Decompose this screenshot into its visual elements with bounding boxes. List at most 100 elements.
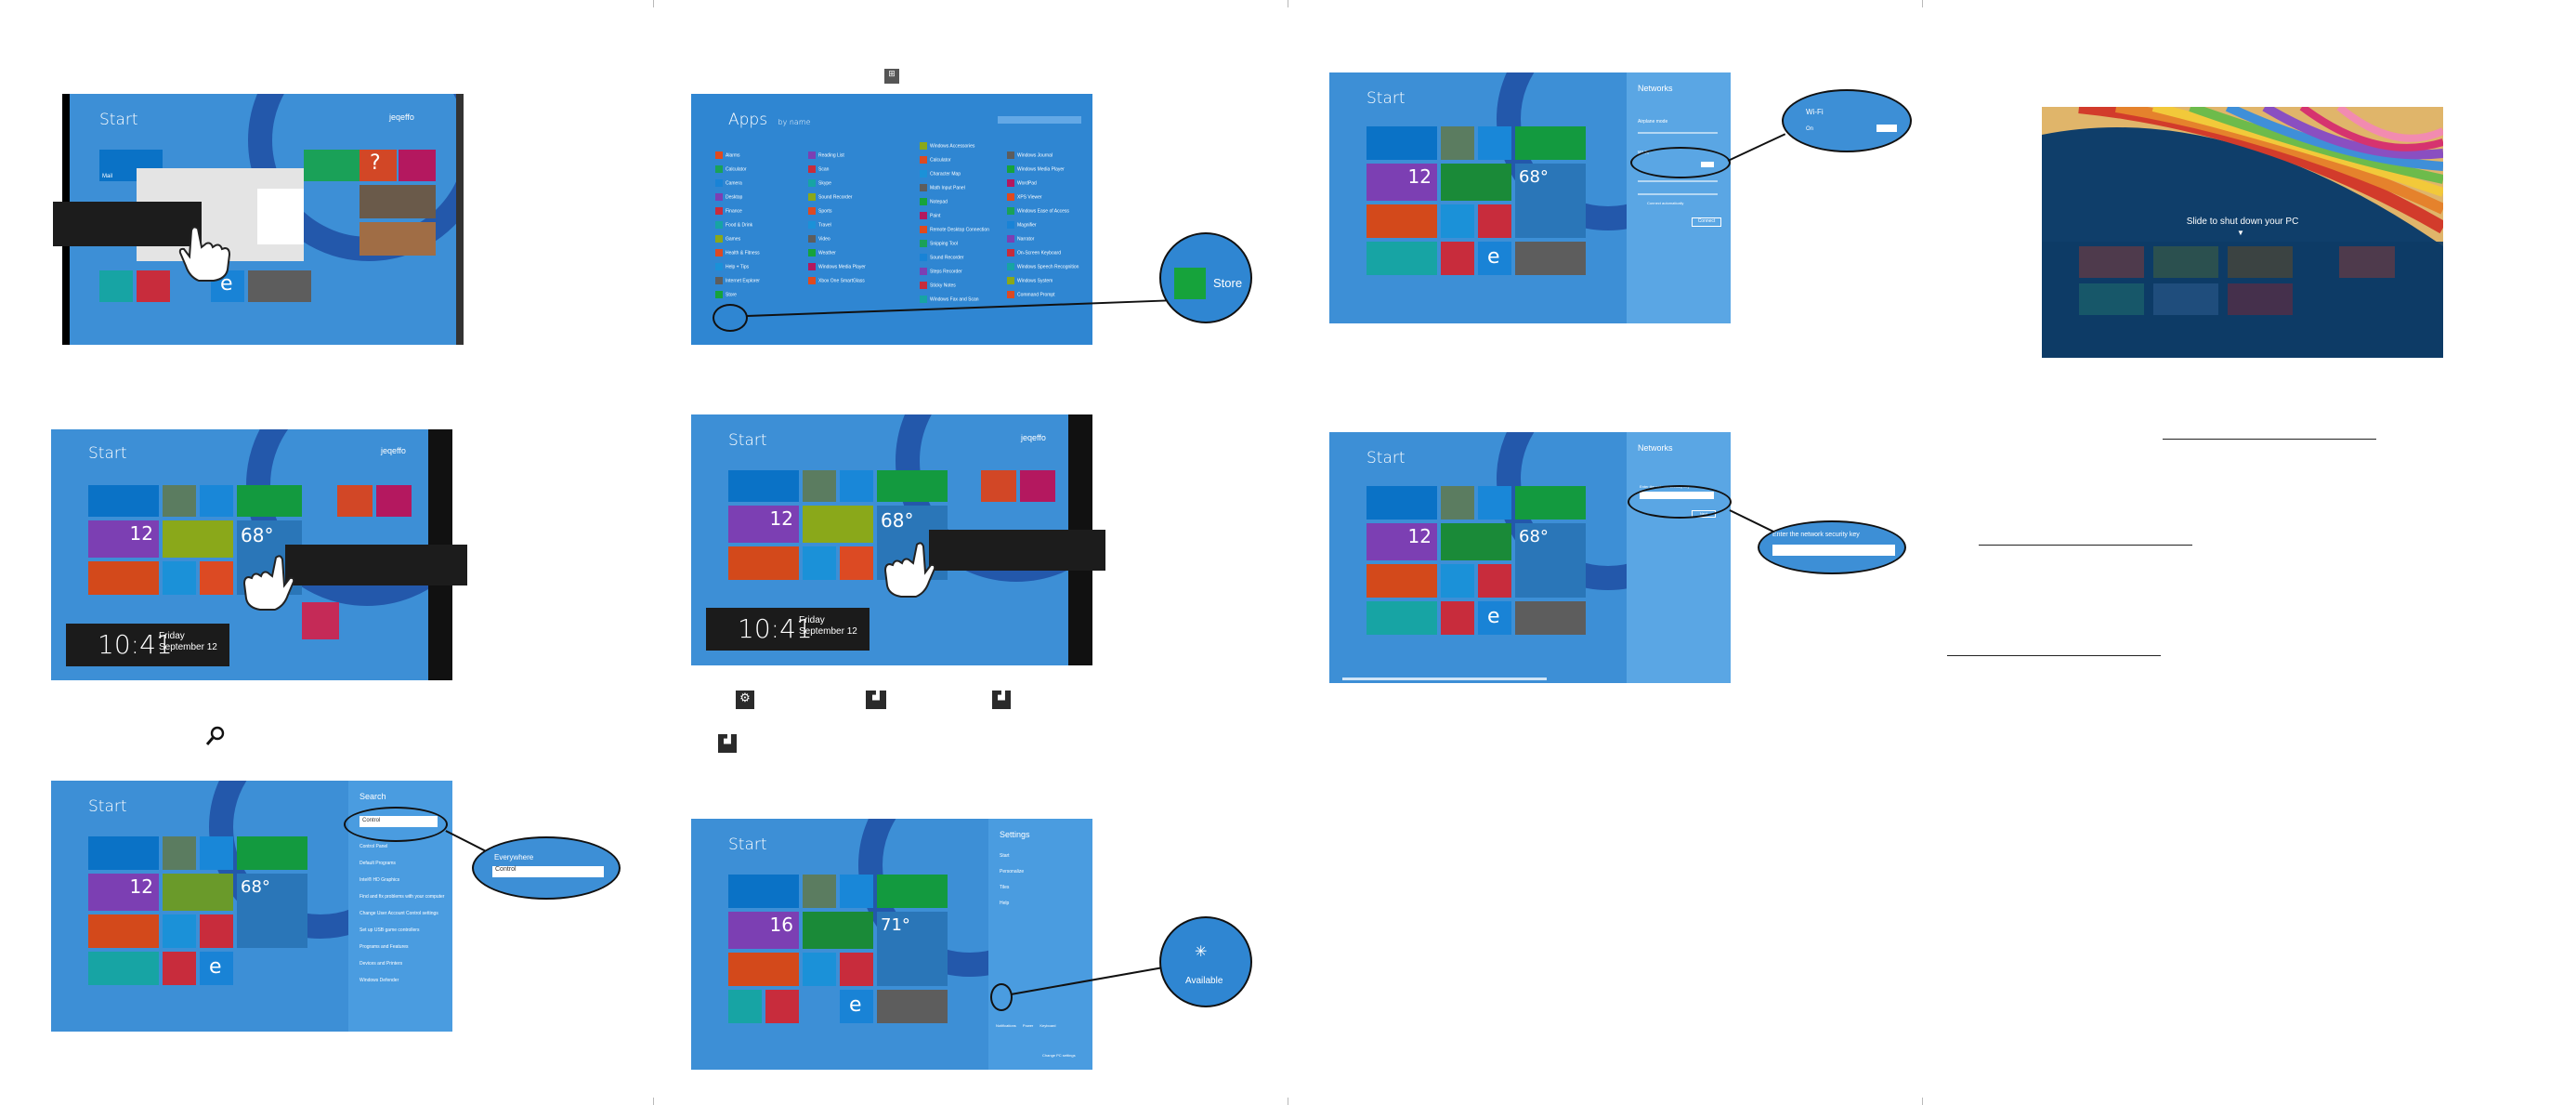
tile-music[interactable] [1478, 564, 1511, 598]
tile-photos[interactable] [1366, 242, 1437, 275]
tile-music[interactable] [840, 546, 873, 580]
tile-food[interactable] [163, 520, 233, 558]
tile-help[interactable] [337, 485, 373, 517]
tile-people[interactable] [1366, 564, 1437, 598]
tile-news[interactable] [1515, 601, 1586, 635]
tile-photos[interactable] [728, 990, 762, 1023]
app-item[interactable]: Video [808, 235, 830, 243]
app-item[interactable]: WordPad [1007, 179, 1037, 187]
tile-mail[interactable] [728, 875, 799, 908]
app-item[interactable]: On-Screen Keyboard [1007, 249, 1061, 257]
app-item[interactable]: Finance [715, 207, 742, 215]
tile-photo[interactable] [1441, 486, 1474, 520]
app-item[interactable]: Paint [920, 212, 940, 219]
tile-photo1[interactable] [360, 185, 436, 218]
settings-item[interactable]: Start [1000, 853, 1010, 859]
tile-onedrive[interactable] [840, 875, 873, 908]
app-item[interactable]: Snipping Tool [920, 240, 958, 247]
tile-game[interactable] [163, 874, 233, 911]
tile-onedrive[interactable] [200, 485, 233, 517]
connect-button[interactable]: Connect [1692, 217, 1721, 227]
tile-finance[interactable] [1515, 486, 1586, 520]
app-item[interactable]: Travel [808, 221, 831, 229]
app-item[interactable]: Sound Recorder [920, 254, 963, 261]
tile-reading[interactable] [163, 952, 196, 985]
app-item[interactable]: Store [715, 291, 737, 298]
app-item[interactable]: Health & Fitness [715, 249, 760, 257]
app-item[interactable]: Desktop [715, 193, 742, 201]
app-item[interactable]: Calculator [920, 156, 951, 164]
app-item[interactable]: Sound Recorder [808, 193, 852, 201]
tile-ie[interactable]: e [200, 952, 233, 985]
tile-finance[interactable] [1515, 126, 1586, 160]
tile-skype[interactable] [1441, 564, 1474, 598]
tile-mail[interactable] [1366, 126, 1437, 160]
shutdown-text[interactable]: Slide to shut down your PC [2186, 217, 2299, 227]
tile-onedrive[interactable] [1478, 126, 1511, 160]
tile-music[interactable] [1478, 204, 1511, 238]
search-results[interactable]: Control Panel Default Programs Intel® HD… [360, 844, 445, 983]
tile-weather[interactable]: 68° [1515, 164, 1586, 238]
app-item[interactable]: Sports [808, 207, 831, 215]
tile-game[interactable] [803, 912, 873, 949]
tile-weather[interactable]: 71° [877, 912, 948, 986]
tile-pink[interactable] [302, 602, 339, 639]
tile-photo[interactable] [1441, 126, 1474, 160]
app-item[interactable]: Camera [715, 179, 742, 187]
tile-photos[interactable] [1366, 601, 1437, 635]
tile-photos[interactable] [99, 270, 133, 302]
tile-people[interactable] [1366, 204, 1437, 238]
tile-mail[interactable] [1366, 486, 1437, 520]
tile-skype[interactable] [803, 546, 836, 580]
user-name[interactable]: jeqeffo [389, 112, 414, 122]
app-item[interactable]: Windows System [1007, 277, 1053, 284]
app-item[interactable]: Narrator [1007, 235, 1034, 243]
tile-help[interactable]: ? [360, 150, 397, 181]
tile-food[interactable] [1441, 164, 1511, 201]
tile-weather[interactable]: 68° [237, 874, 307, 948]
tile-mail[interactable] [88, 836, 159, 870]
tile-onedrive[interactable] [1478, 486, 1511, 520]
tile-people[interactable] [728, 546, 799, 580]
tile-red[interactable] [137, 270, 170, 302]
tile-calendar[interactable]: 12 [1366, 523, 1437, 560]
tile-skype[interactable] [163, 561, 196, 595]
app-item[interactable]: Xbox One SmartGlass [808, 277, 865, 284]
tile-music[interactable] [200, 561, 233, 595]
tile-news[interactable] [877, 990, 948, 1023]
app-item[interactable]: Command Prompt [1007, 291, 1055, 298]
tile-ie[interactable]: e [840, 990, 873, 1023]
tile-mail[interactable] [728, 470, 799, 502]
tile-people[interactable] [88, 561, 159, 595]
tile-help-img[interactable] [1020, 470, 1055, 502]
tile-skype[interactable] [803, 953, 836, 986]
tile-news[interactable] [248, 270, 311, 302]
settings-item[interactable]: Tiles [1000, 885, 1010, 890]
app-item[interactable]: Games [715, 235, 740, 243]
tile-skype[interactable] [163, 914, 196, 948]
tile-calendar[interactable]: 12 [1366, 164, 1437, 201]
tile-photo2[interactable] [360, 222, 436, 256]
tile-calendar[interactable]: 12 [88, 520, 159, 558]
tile-mail[interactable] [88, 485, 159, 517]
app-item[interactable]: Windows Fax and Scan [920, 296, 979, 303]
app-item[interactable]: Remote Desktop Connection [920, 226, 989, 233]
tile-help-img[interactable] [376, 485, 412, 517]
tile-onedrive[interactable] [840, 470, 873, 502]
tile-news[interactable] [1515, 242, 1586, 275]
tile-people[interactable] [728, 953, 799, 986]
change-pc-settings[interactable]: Change PC settings [1042, 1053, 1076, 1058]
app-item[interactable]: XPS Viewer [1007, 193, 1042, 201]
app-item[interactable]: Weather [808, 249, 836, 257]
tile-finance[interactable] [877, 875, 948, 908]
app-item[interactable]: Reading List [808, 151, 844, 159]
app-item[interactable]: Scan [808, 165, 829, 173]
tile-photo[interactable] [163, 485, 196, 517]
settings-bottom[interactable]: Notifications Power Keyboard [996, 1023, 1056, 1028]
tile-ie[interactable]: e [1478, 242, 1511, 275]
tile-green[interactable] [304, 150, 367, 181]
tile-ie[interactable]: e [211, 270, 244, 302]
tile-weather[interactable]: 68° [1515, 523, 1586, 598]
app-item[interactable]: Alarms [715, 151, 740, 159]
app-item[interactable]: Character Map [920, 170, 961, 178]
